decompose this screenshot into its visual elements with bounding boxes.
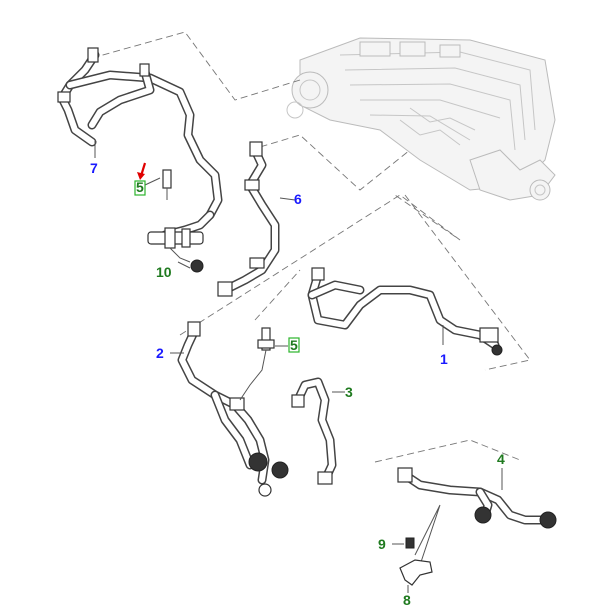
callout-8: 8 [403, 592, 411, 608]
hose-3 [291, 377, 345, 485]
callout-9: 9 [378, 536, 386, 552]
callout-2: 2 [156, 345, 164, 361]
hose-1 [307, 267, 503, 356]
callout-5b: 5 [290, 337, 298, 353]
highlight-box-5b [288, 337, 300, 353]
hose-7 [57, 47, 223, 220]
callout-3: 3 [345, 384, 353, 400]
bleed-valve-5b [239, 327, 288, 401]
pointer-arrow-icon [137, 162, 147, 180]
callout-5a: 5 [136, 179, 144, 195]
callout-1: 1 [440, 351, 448, 367]
bracket-8-bolt-9 [392, 504, 441, 593]
callout-7: 7 [90, 160, 98, 176]
callout-10: 10 [156, 264, 172, 280]
valve-assembly [144, 169, 215, 273]
hose-6 [217, 141, 296, 297]
engine-assembly [286, 37, 556, 201]
highlight-box-5a [134, 180, 146, 196]
callout-4: 4 [497, 451, 505, 467]
callout-6: 6 [294, 191, 302, 207]
dashed-leader-lines [91, 31, 531, 463]
hose-2 [170, 321, 289, 497]
hose-4 [397, 467, 557, 529]
